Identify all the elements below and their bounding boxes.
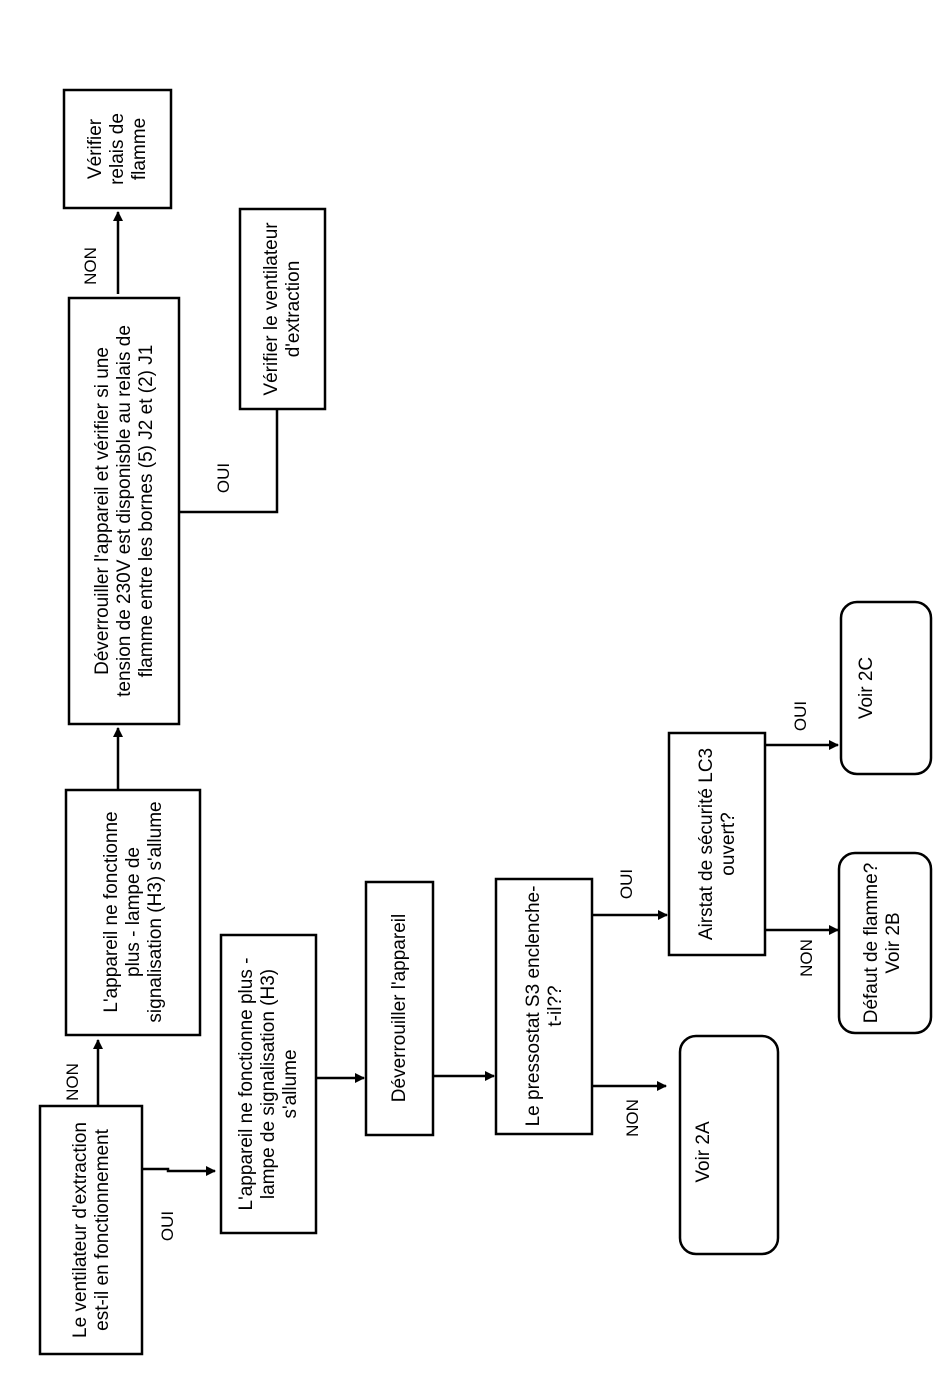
node-text-line: d'extraction xyxy=(283,261,304,358)
box-q-fan-running xyxy=(38,1104,144,1356)
node-text-line: Airstat de sécurité LC3 xyxy=(696,748,717,940)
label-voltage-yes: OUI xyxy=(214,463,233,493)
node-q-airstat: Airstat de sécurité LC3ouvert? xyxy=(696,748,739,940)
label-airstat-no: NON xyxy=(797,939,816,977)
label-airstat-yes: OUI xyxy=(791,701,810,731)
edge-labels: NON OUI NON OUI OUI NON OUI NON xyxy=(63,247,816,1241)
node-text-line: flamme xyxy=(129,118,150,180)
box-check-extraction-fan xyxy=(238,207,327,411)
box-see-2c xyxy=(839,600,933,776)
node-stopped-a: L'appareil ne fonctionneplus - lampe des… xyxy=(101,801,166,1022)
node-text-line: tension de 230V est disponisble au relai… xyxy=(114,325,135,697)
label-fan-yes: OUI xyxy=(158,1211,177,1241)
label-fan-no: NON xyxy=(63,1063,82,1101)
node-q-pressostat: Le pressostat S3 enclenche-t-il?? xyxy=(523,886,566,1127)
node-text-line: Le pressostat S3 enclenche- xyxy=(523,886,544,1127)
node-check-extraction-fan: Vérifier le ventilateurd'extraction xyxy=(261,222,304,396)
edge-fan-yes xyxy=(135,1166,216,1176)
node-text-line: relais de xyxy=(107,113,128,185)
box-stopped-b xyxy=(219,933,318,1235)
node-text-line: Déverrouiller l'appareil et vérifier si … xyxy=(92,347,113,675)
box-unlock-device xyxy=(364,880,435,1137)
node-q-fan-running: Le ventilateur d'extractionest-il en fon… xyxy=(70,1122,113,1338)
node-see-2a: Voir 2A xyxy=(693,1121,714,1183)
box-see-2a xyxy=(678,1034,780,1256)
connectors xyxy=(93,211,839,1176)
label-voltage-no: NON xyxy=(81,247,100,285)
node-text-line: t-il?? xyxy=(545,985,566,1026)
node-stopped-b: L'appareil ne fonctionne plus -lampe de … xyxy=(236,958,301,1211)
node-text-line: Vérifier le ventilateur xyxy=(261,222,282,396)
node-text-line: Voir 2A xyxy=(693,1121,714,1183)
node-text-line: Voir 2B xyxy=(883,912,904,973)
node-text-line: flamme entre les bornes (5) J2 et (2) J1 xyxy=(136,345,157,678)
box-see-2b xyxy=(837,851,933,1035)
node-unlock-check-voltage: Déverrouiller l'appareil et vérifier si … xyxy=(92,325,157,697)
node-text-line: s'allume xyxy=(280,1049,301,1118)
box-stopped-a xyxy=(64,788,202,1037)
node-text-line: L'appareil ne fonctionne plus - xyxy=(236,958,257,1211)
node-text-line: L'appareil ne fonctionne xyxy=(101,811,122,1012)
node-text-line: signalisation (H3) s'allume xyxy=(145,801,166,1022)
node-text-line: Voir 2C xyxy=(856,657,877,719)
node-text-line: Le ventilateur d'extraction xyxy=(70,1122,91,1338)
node-text-line: Vérifier xyxy=(85,118,106,179)
node-see-2c: Voir 2C xyxy=(856,657,877,719)
node-text-line: est-il en fonctionnement xyxy=(92,1128,113,1330)
box-check-flame-relay xyxy=(62,88,173,210)
node-check-flame-relay: Vérifierrelais deflamme xyxy=(85,113,150,185)
node-text-line: lampe de signalisation (H3) xyxy=(258,969,279,1199)
box-q-airstat xyxy=(667,731,767,957)
node-unlock-device: Déverrouiller l'appareil xyxy=(389,914,410,1102)
node-see-2b: Défaut de flamme?Voir 2B xyxy=(861,863,904,1024)
node-text-line: ouvert? xyxy=(718,812,739,875)
node-text-line: plus - lampe de xyxy=(123,847,144,977)
nodes: Le ventilateur d'extractionest-il en fon… xyxy=(38,88,933,1356)
box-q-pressostat xyxy=(494,877,594,1136)
label-pressostat-no: NON xyxy=(623,1099,642,1137)
box-unlock-check-voltage xyxy=(67,296,181,726)
label-pressostat-yes: OUI xyxy=(617,869,636,899)
edge-voltage-yes xyxy=(180,410,279,514)
node-text-line: Défaut de flamme? xyxy=(861,863,882,1024)
node-text-line: Déverrouiller l'appareil xyxy=(389,914,410,1102)
